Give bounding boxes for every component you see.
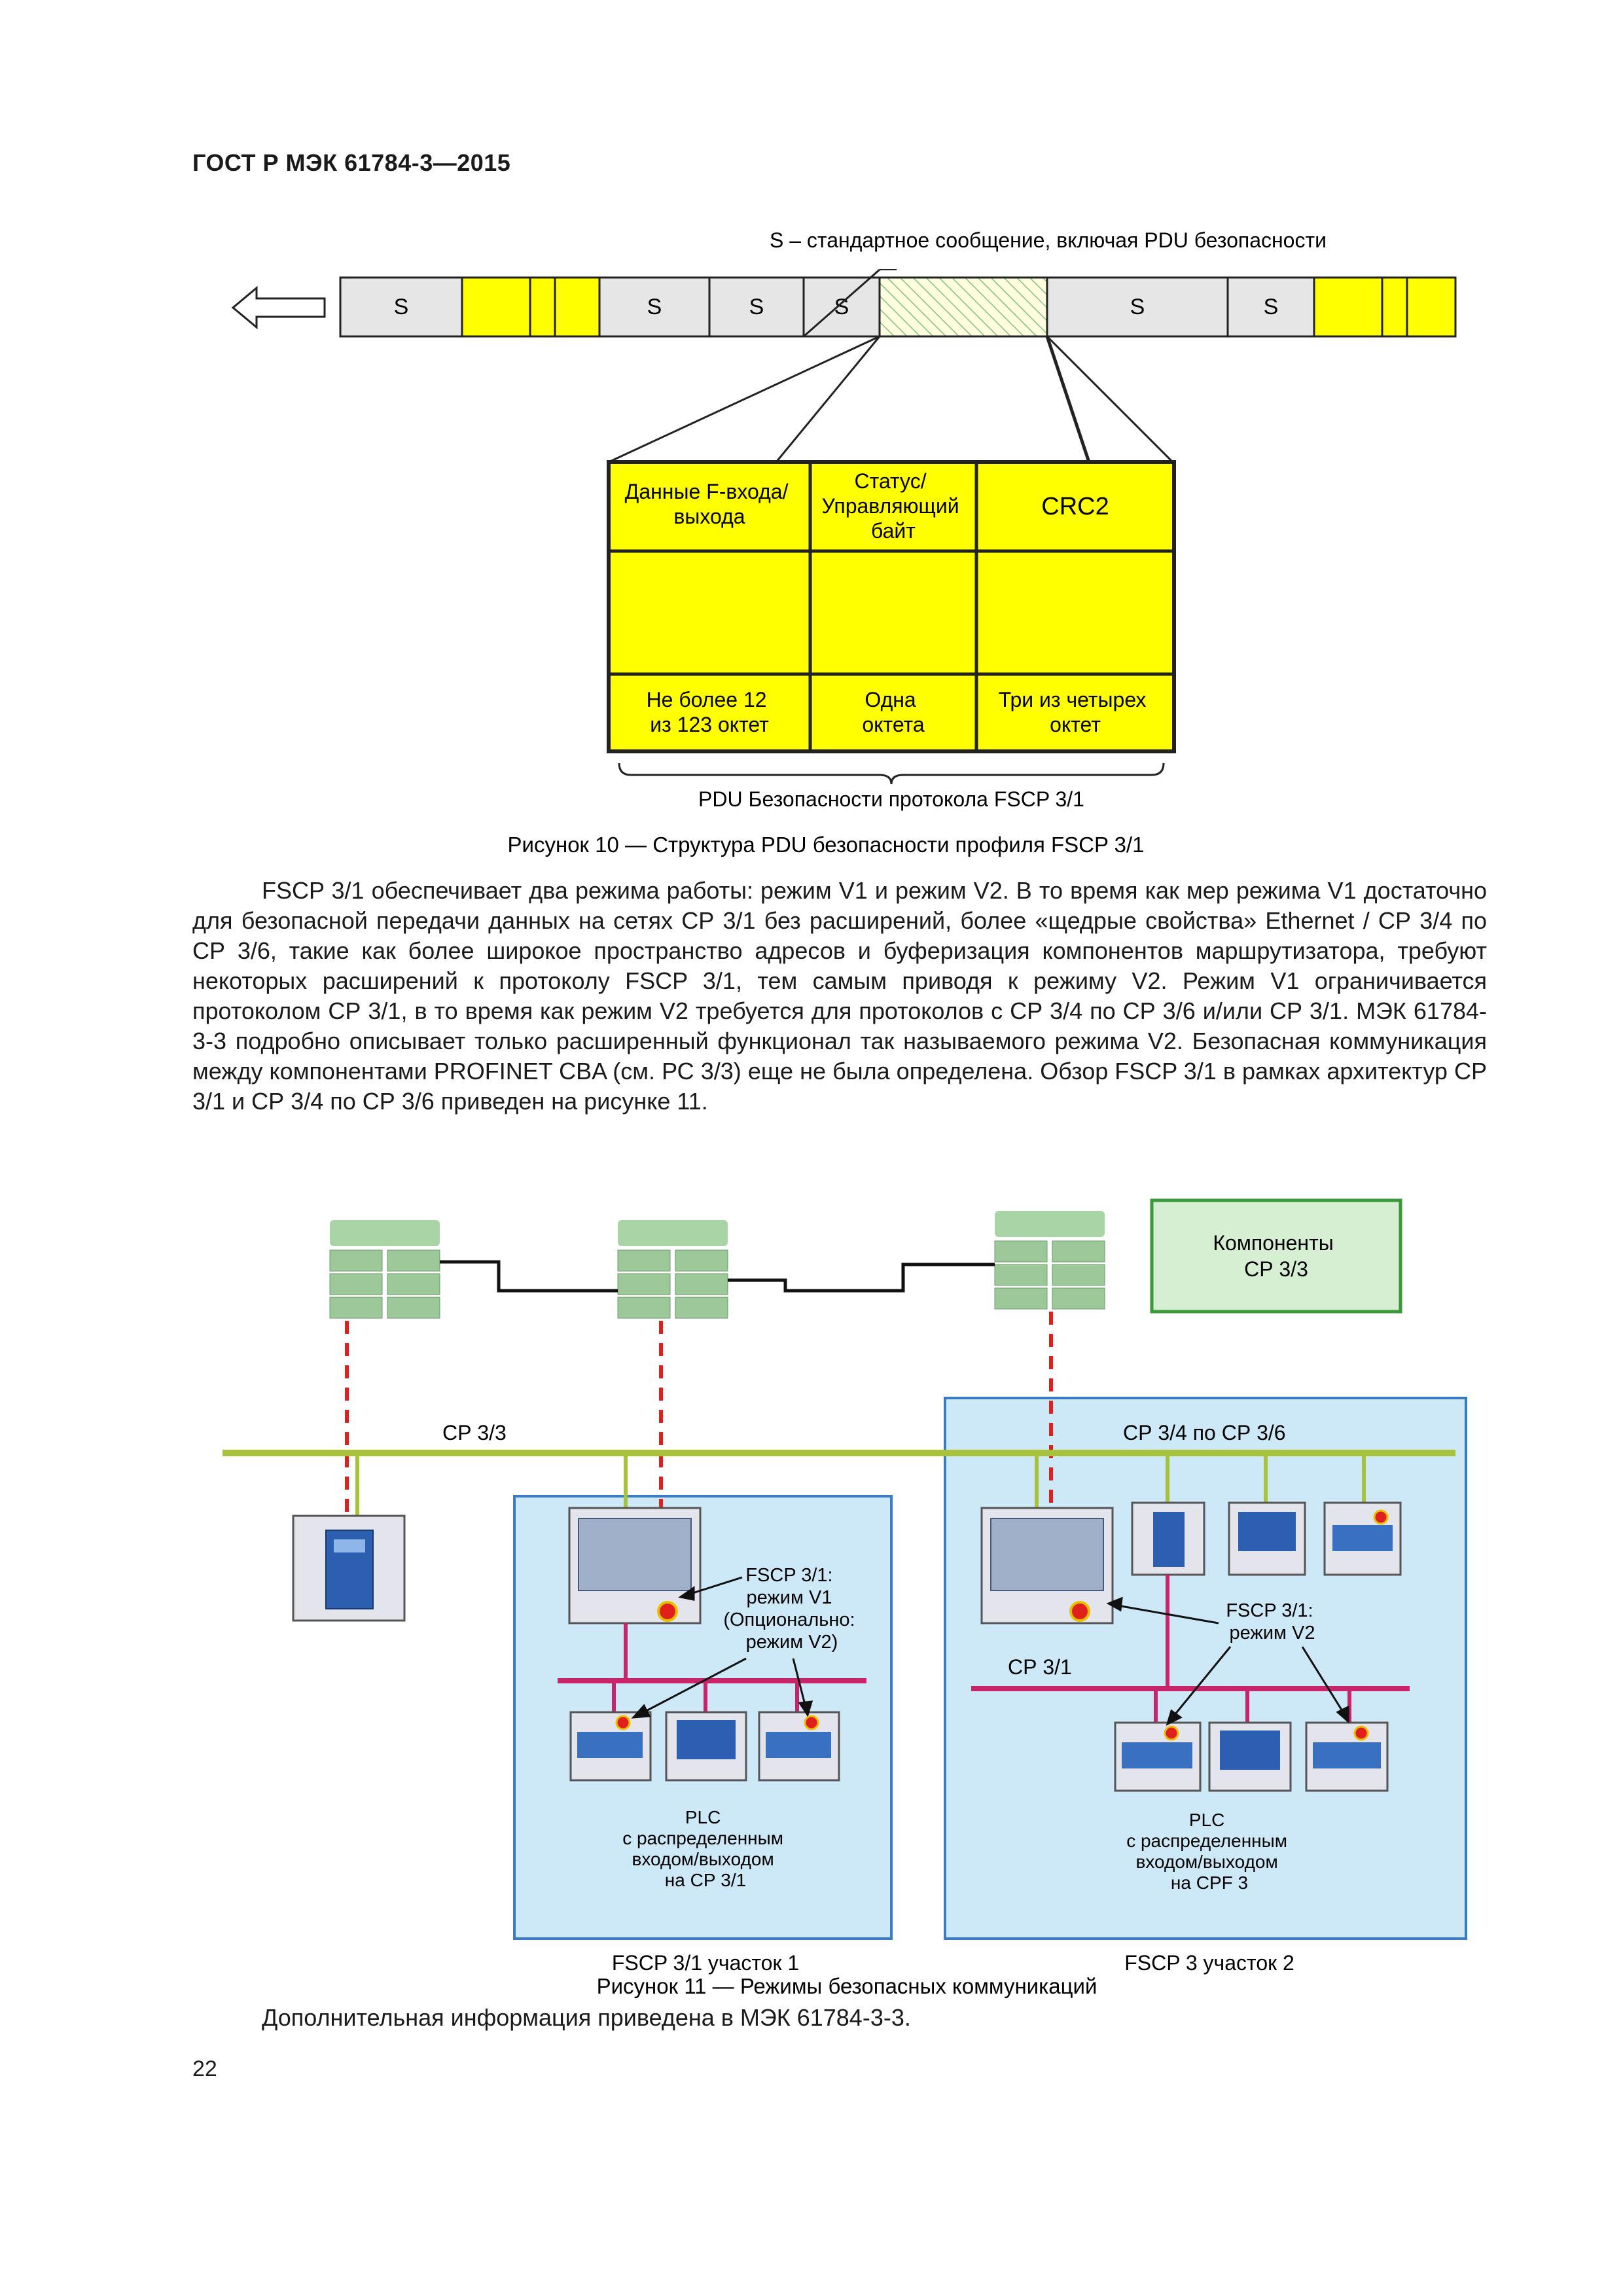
figure-10: S – стандартное сообщение, включая PDU б… xyxy=(231,228,1457,857)
io-device xyxy=(1323,1501,1402,1576)
pdu-size-status: Одна октета xyxy=(862,688,924,736)
drive-device xyxy=(292,1515,406,1622)
pdu-header-status: Статус/ Управляющий байт xyxy=(821,469,965,543)
plc-rack-2 xyxy=(980,1507,1114,1624)
mode-v2-label: FSCP 3/1: режим V2 xyxy=(1226,1600,1318,1643)
component-link xyxy=(728,1263,995,1293)
figure11-caption: Рисунок 11 — Режимы безопасных коммуника… xyxy=(597,1974,1097,1998)
pdu-table xyxy=(607,460,1176,753)
additional-info: Дополнительная информация приведена в МЭ… xyxy=(262,2004,911,2031)
plc-label-left: PLC с распределенным входом/выходом на С… xyxy=(622,1807,789,1890)
hmi-device xyxy=(665,1711,747,1782)
io-device xyxy=(758,1711,840,1782)
frame-cell-label: S xyxy=(394,295,409,319)
frame-cell-s xyxy=(339,276,463,338)
frame-hatched-pdu xyxy=(878,276,1048,338)
pdu-size-fdata: Не более 12 из 123 октет xyxy=(647,688,773,736)
zone-section2 xyxy=(944,1397,1467,1940)
components-label: Компоненты СР 3/3 xyxy=(1213,1231,1339,1281)
io-device xyxy=(569,1711,652,1782)
components-box xyxy=(1150,1198,1402,1314)
frame-cell-s xyxy=(1046,276,1229,338)
pdu-size-crc2: Три из четырех октет xyxy=(999,688,1152,736)
figure10-caption: Рисунок 10 — Структура PDU безопасности … xyxy=(508,833,1145,857)
mode-v1-label: FSCP 3/1: режим V1 (Опционально: режим V… xyxy=(723,1565,860,1653)
frame-cell-label: S xyxy=(1130,295,1145,319)
pdu-brace-label: PDU Безопасности протокола FSCP 3/1 xyxy=(698,787,1084,811)
section2-label: FSCP 3 участок 2 xyxy=(1124,1951,1294,1975)
figure-11: Компоненты СР 3/3 СР 3/3 СР 3/4 xyxy=(223,1198,1467,1998)
plc-rack-1 xyxy=(568,1507,702,1624)
frame-legend: S – стандартное сообщение, включая PDU б… xyxy=(770,228,1327,252)
component-module-3 xyxy=(994,1211,1105,1310)
hmi-device xyxy=(1228,1501,1306,1576)
drive-device-small xyxy=(1131,1501,1205,1576)
section1-label: FSCP 3/1 участок 1 xyxy=(612,1951,799,1975)
bus-cp33-label: СР 3/3 xyxy=(442,1421,507,1444)
pdu-header-crc2: CRC2 xyxy=(1041,493,1109,520)
component-link xyxy=(440,1260,618,1293)
component-module-2 xyxy=(617,1220,728,1319)
frame-cell-label: S xyxy=(1264,295,1279,319)
hmi-device xyxy=(1208,1721,1292,1792)
io-device xyxy=(1114,1721,1202,1792)
frame-cell-label: S xyxy=(647,295,662,319)
component-module-1 xyxy=(329,1220,440,1319)
io-device xyxy=(1305,1721,1389,1792)
plc-label-right: PLC с распределенным входом/выходом на C… xyxy=(1126,1810,1293,1893)
pdu-header-fdata: Данные F-входа/ выхода xyxy=(625,480,794,528)
body-paragraph: FSCP 3/1 обеспечивает два режима работы:… xyxy=(192,877,1487,1115)
pdu-brace xyxy=(618,762,1165,785)
direction-arrow-icon xyxy=(231,285,326,330)
bus-cp34-label: СР 3/4 по СР 3/6 xyxy=(1123,1421,1286,1444)
frame-cell-s xyxy=(708,276,805,338)
frame-cell-label: S xyxy=(749,295,764,319)
frame-safety-block xyxy=(1313,276,1457,338)
bus-cp31-label: СР 3/1 xyxy=(1008,1655,1072,1679)
page-number: 22 xyxy=(192,2056,217,2081)
document-header: ГОСТ Р МЭК 61784-3—2015 xyxy=(192,149,511,176)
